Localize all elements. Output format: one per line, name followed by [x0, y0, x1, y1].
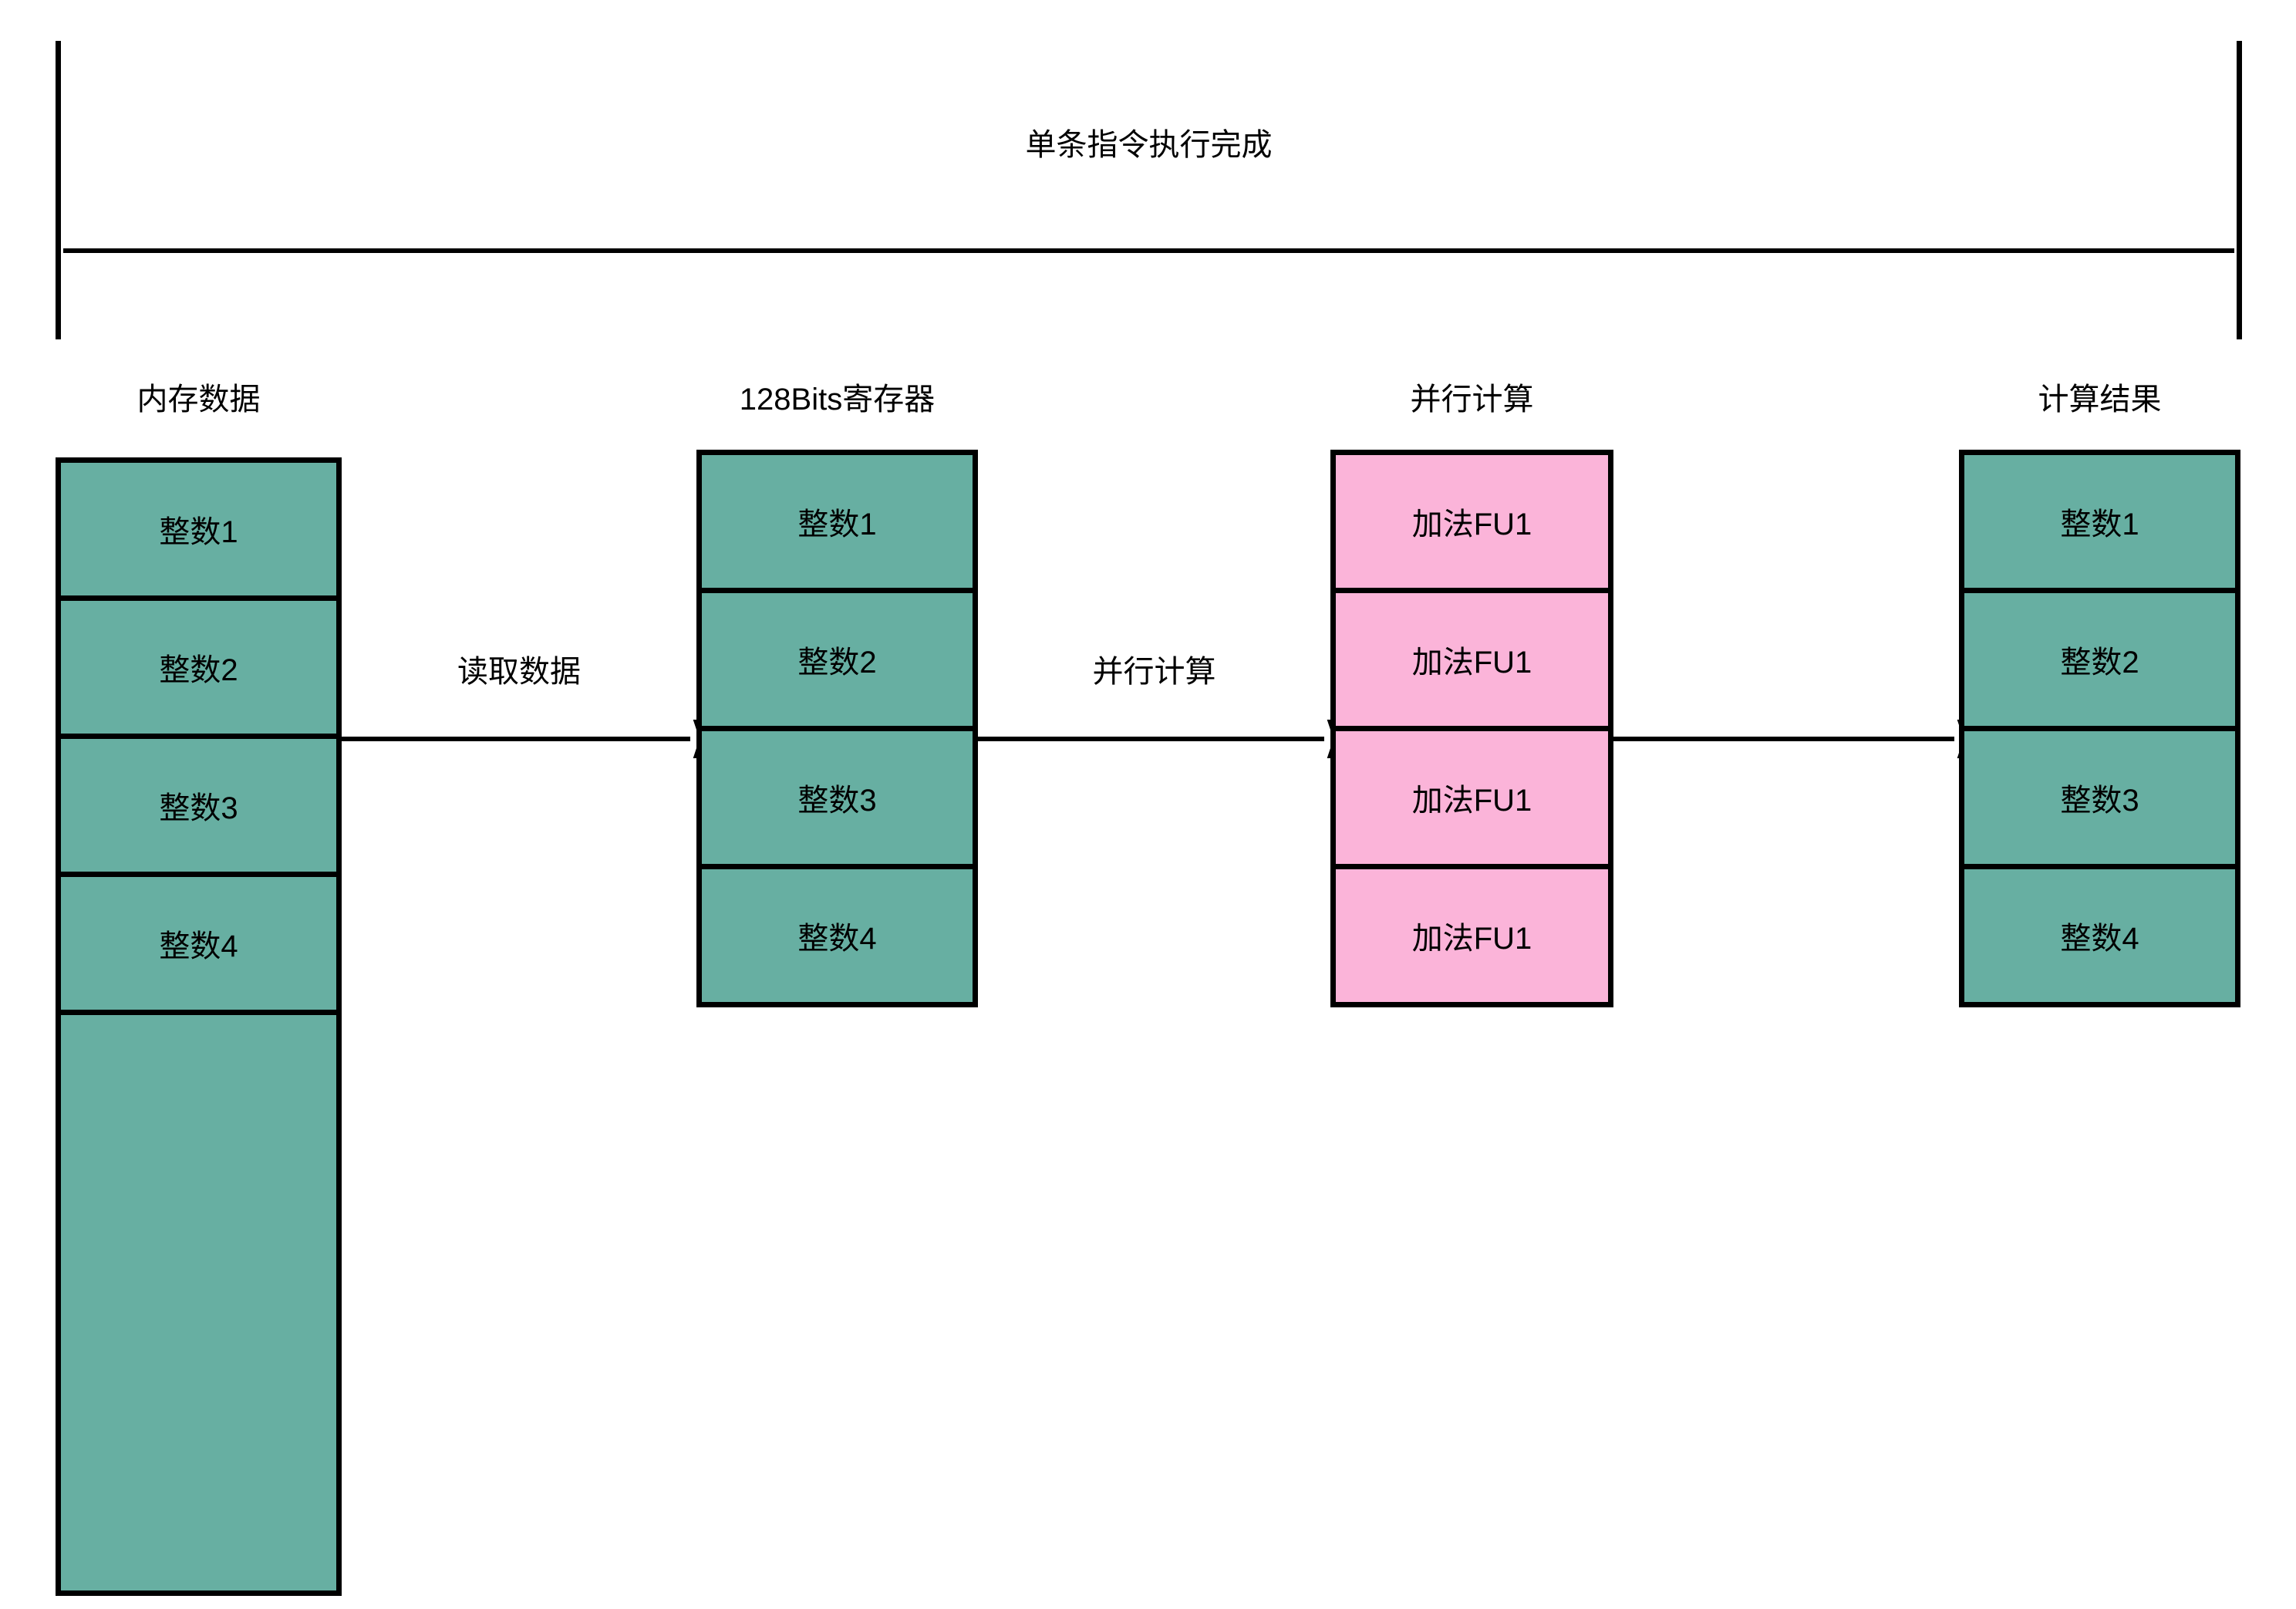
cell-register-1[interactable]: 整数2: [696, 588, 978, 731]
cell-fu-3[interactable]: 加法FU1: [1330, 864, 1613, 1007]
cell-result-3[interactable]: 整数4: [1959, 864, 2240, 1007]
cell-result-1[interactable]: 整数2: [1959, 588, 2240, 731]
cell-result-0[interactable]: 整数1: [1959, 450, 2240, 593]
flow-arrow-read-data: [342, 711, 737, 767]
flow-arrow-parallel-compute: [978, 711, 1371, 767]
flow-label-read-data: 读取数据: [457, 655, 581, 689]
span-double-arrow: [17, 223, 2281, 278]
column-header-memory: 内存数据: [137, 383, 261, 417]
cell-fu-1[interactable]: 加法FU1: [1330, 588, 1613, 731]
cell-memory-0[interactable]: 整数1: [56, 457, 342, 601]
cell-fu-0[interactable]: 加法FU1: [1330, 450, 1613, 593]
cell-register-2[interactable]: 整数3: [696, 726, 978, 869]
stack-memory: 整数1 整数2 整数3 整数4: [56, 457, 342, 1596]
column-header-result: 计算结果: [2038, 383, 2162, 417]
stack-register: 整数1 整数2 整数3 整数4: [696, 450, 978, 1007]
cell-register-3[interactable]: 整数4: [696, 864, 978, 1007]
cell-memory-2[interactable]: 整数3: [56, 734, 342, 877]
cell-fu-2[interactable]: 加法FU1: [1330, 726, 1613, 869]
column-header-parallel-compute: 并行计算: [1410, 383, 1534, 417]
span-bracket-right-end: [2237, 41, 2242, 339]
cell-register-0[interactable]: 整数1: [696, 450, 978, 593]
span-bracket-left-end: [56, 41, 61, 339]
column-header-register: 128Bits寄存器: [739, 383, 936, 417]
flow-label-parallel-compute: 并行计算: [1092, 655, 1216, 689]
cell-memory-3[interactable]: 整数4: [56, 872, 342, 1015]
cell-memory-4-empty[interactable]: [56, 1010, 342, 1596]
cell-memory-1[interactable]: 整数2: [56, 595, 342, 739]
stack-result: 整数1 整数2 整数3 整数4: [1959, 450, 2240, 1007]
stack-parallel-compute: 加法FU1 加法FU1 加法FU1 加法FU1: [1330, 450, 1613, 1007]
flow-arrow-writeback: [1613, 711, 2001, 767]
span-title: 单条指令执行完成: [1025, 128, 1273, 162]
cell-result-2[interactable]: 整数3: [1959, 726, 2240, 869]
